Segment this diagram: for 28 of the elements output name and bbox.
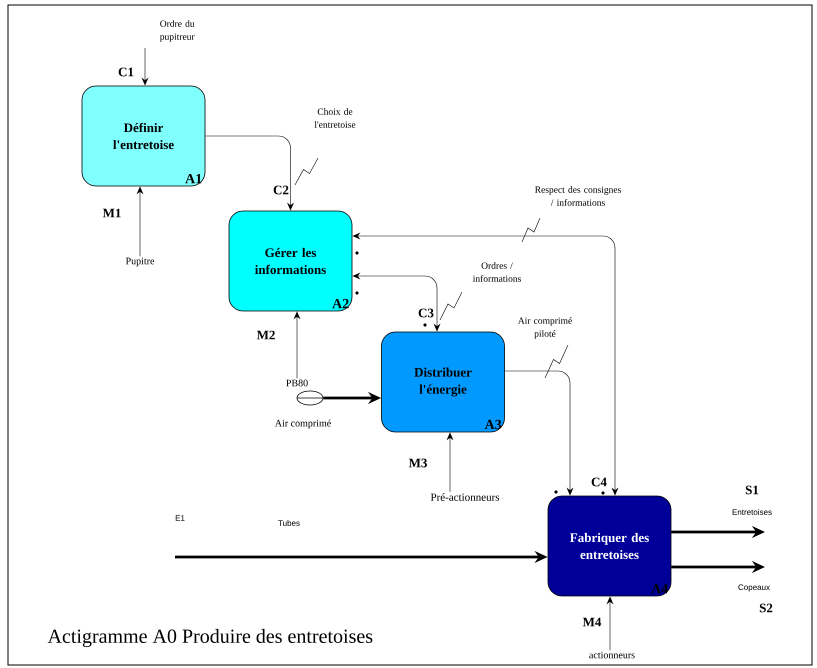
- port-code: M3: [408, 458, 427, 468]
- edge-label: Respect des consignes / informations: [522, 186, 621, 242]
- port-code: C2: [274, 186, 288, 194]
- source-label: Ordre du pupitreur: [160, 20, 195, 42]
- source-label: actionneurs: [589, 652, 635, 658]
- port-code: C1: [118, 68, 134, 76]
- source-label: Pupitre: [126, 258, 154, 266]
- port-code: S2: [760, 604, 772, 612]
- title: Actigramme A0 Produire des entretoises: [48, 628, 372, 648]
- port-code: E1: [176, 515, 184, 521]
- source-label: PB80: [286, 380, 308, 386]
- edge-label: Tubes: [278, 520, 300, 526]
- activity-number: A2: [332, 298, 349, 308]
- port-code: C4: [592, 478, 607, 486]
- activity-number: A3: [484, 420, 502, 430]
- port-code: C3: [418, 308, 434, 318]
- port-code: M2: [256, 330, 275, 340]
- port-code: M4: [582, 618, 602, 626]
- air-source-symbol: [296, 390, 324, 406]
- edge-label: Entretoises: [732, 509, 772, 515]
- activity-number: A4: [651, 584, 668, 594]
- source-label: Air comprimé: [274, 419, 331, 429]
- port-code: S1: [746, 486, 758, 494]
- edge-label: Choix de l'entretoise: [294, 108, 356, 186]
- source-label: Pré-actionneurs: [430, 493, 500, 501]
- activity-number: A1: [185, 174, 202, 184]
- edge-label: Copeaux: [738, 584, 770, 592]
- port-code: M1: [102, 208, 121, 218]
